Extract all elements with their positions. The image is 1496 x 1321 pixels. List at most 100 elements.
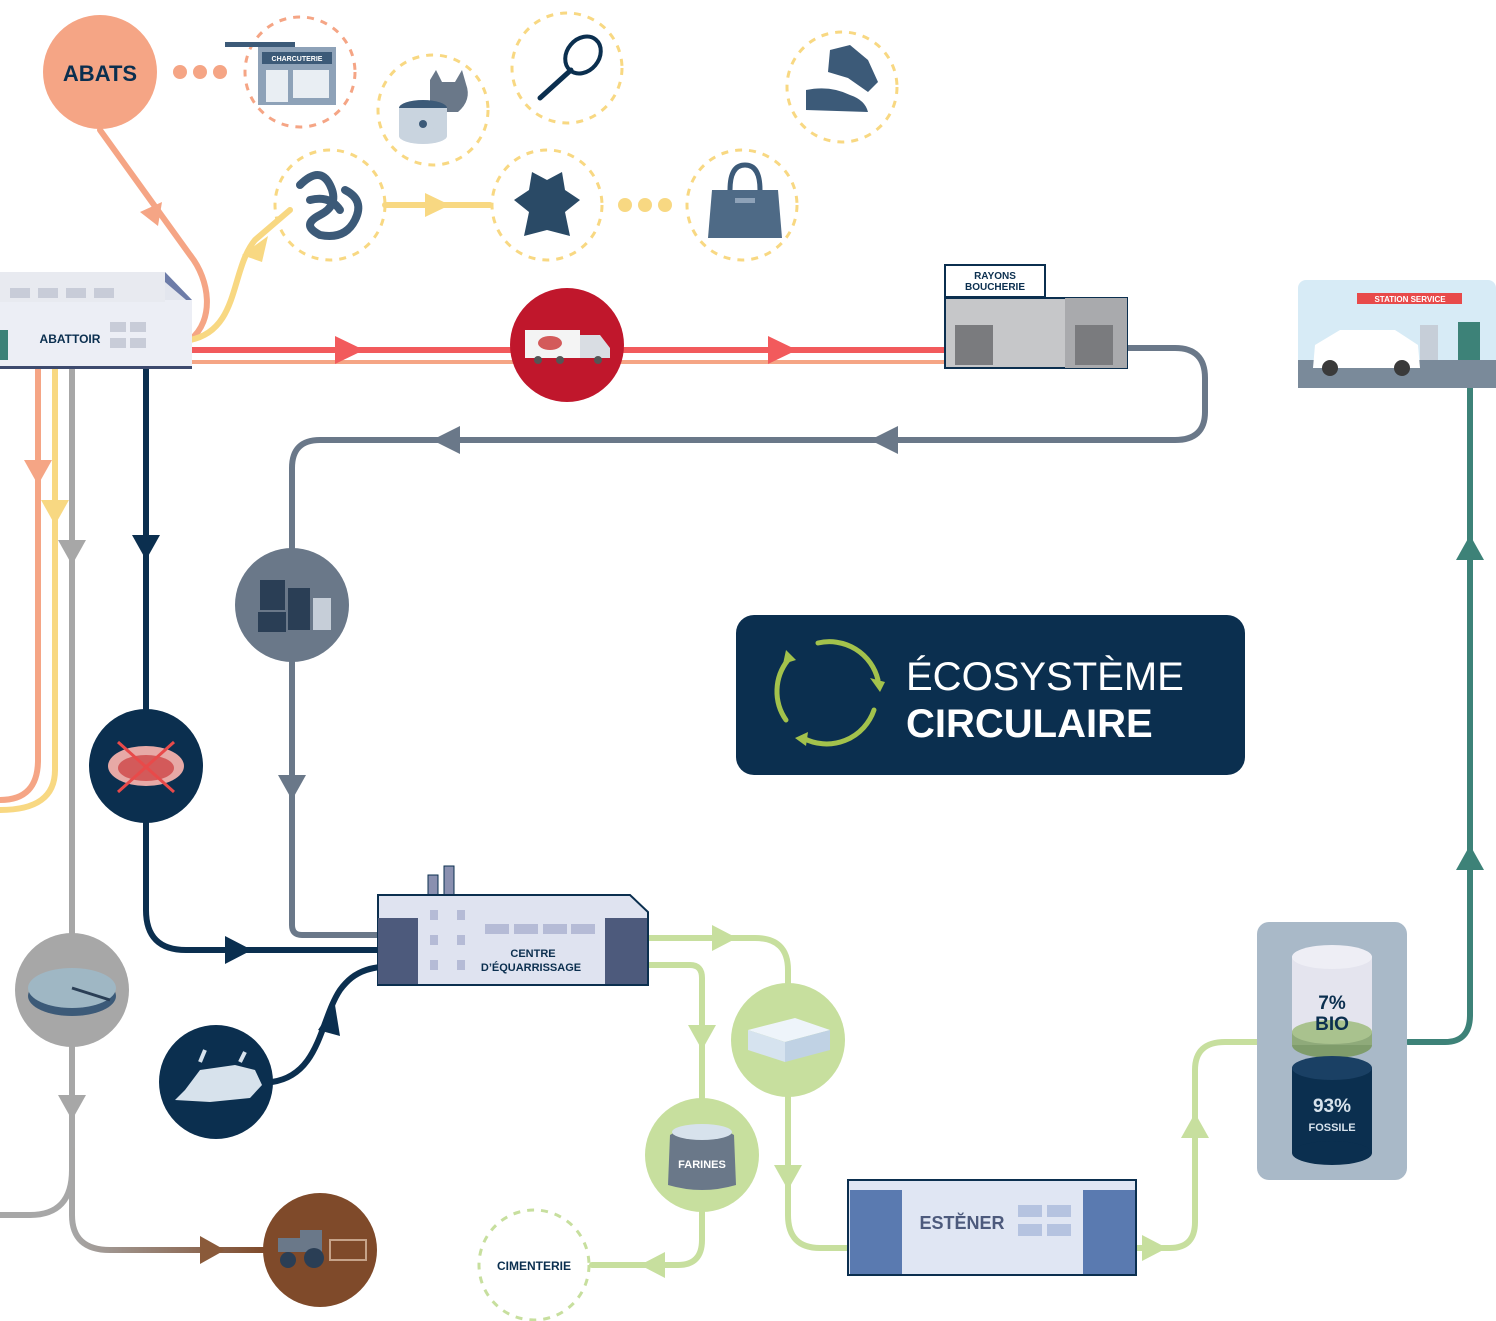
arrow-station-up-2: [1456, 535, 1484, 560]
flow-flour: [602, 962, 705, 1103]
arrow-grey-down-2: [58, 1095, 86, 1120]
flow-estener-bio: [1082, 1039, 1261, 1251]
ellipsis-dots-abats: [173, 65, 227, 79]
lagoon-icon: [28, 968, 116, 1016]
arrow-return-2: [432, 426, 460, 454]
arrow-tractor: [200, 1236, 225, 1264]
arrow-fat-down: [774, 1165, 802, 1190]
flow-station: [1405, 357, 1473, 1045]
tractor-node: [263, 1193, 377, 1307]
pet-food-node: [376, 53, 490, 167]
intestine-node: [273, 148, 387, 262]
farines-node: FARINES: [645, 1098, 759, 1212]
arrow-leather: [425, 193, 450, 217]
title-line2: CIRCULAIRE: [906, 702, 1153, 746]
cimenterie-node: CIMENTERIE: [477, 1208, 591, 1321]
arrow-flour-down: [688, 1025, 716, 1050]
carcass-icon: [175, 1049, 262, 1102]
fuel-mix-node: 7% BIO 93% FOSSILE: [1257, 922, 1407, 1180]
leather-node: [490, 148, 604, 262]
arrow-estener-up: [1181, 1113, 1209, 1138]
tractor-icon: [278, 1230, 367, 1268]
abats-label: ABATS: [63, 61, 137, 86]
estener-building: ESTĔNER: [847, 1179, 1137, 1276]
arrow-yellow-down: [41, 500, 69, 525]
arrow-estener-right: [1142, 1235, 1167, 1261]
flow-sanitary: [143, 365, 418, 953]
flow-tractor: [69, 1147, 268, 1253]
carcass-node: [159, 1025, 273, 1139]
flow-left-yellow: [0, 365, 58, 813]
glove-shoe-icon: [806, 45, 878, 112]
fossile-percent: 93%: [1313, 1096, 1351, 1117]
flow-cement: [589, 1207, 705, 1268]
arrow-carcass: [318, 1005, 340, 1036]
title-box: ÉCOSYSTÈME CIRCULAIRE: [736, 615, 1245, 775]
tennis-racket-icon: [537, 34, 603, 101]
sport-node: [510, 11, 624, 125]
crossed-meat-icon: [108, 740, 184, 794]
arrowheads: [24, 193, 1484, 1278]
arrow-sanitary-down: [132, 535, 160, 560]
shop-icon: CHARCUTERIE: [225, 42, 336, 105]
arrow-abats: [140, 202, 162, 226]
arrow-intestine: [242, 236, 268, 262]
fat-node: [731, 983, 845, 1097]
equarrissage-building: CENTRE D’ÉQUARRISSAGE: [377, 865, 649, 986]
meat-transport-node: [510, 288, 624, 402]
intestine-icon: [296, 171, 363, 240]
title-line1: ÉCOSYSTÈME: [906, 654, 1184, 699]
rayons-boucherie-building: RAYONS BOUCHERIE: [944, 264, 1128, 369]
arrow-grey-down: [58, 540, 86, 565]
flow-intestine: [187, 207, 293, 343]
flow-left-orange: [0, 365, 41, 803]
flow-abats: [97, 127, 210, 343]
equarrissage-label-line1: CENTRE: [510, 948, 555, 960]
arrow-cement-left: [640, 1252, 665, 1278]
bio-percent: 7%: [1318, 993, 1346, 1014]
charcuterie-label: CHARCUTERIE: [272, 56, 323, 63]
flow-rayons-return: [289, 345, 1208, 938]
station-service-node: STATION SERVICE: [1298, 280, 1496, 388]
recycle-icon: [774, 639, 885, 747]
abattoir-label: ABATTOIR: [40, 332, 101, 346]
arrow-fat-right: [712, 925, 737, 951]
fossile-label: FOSSILE: [1308, 1122, 1355, 1134]
rayons-label-line2: BOUCHERIE: [965, 282, 1025, 293]
arrow-bins-down: [278, 775, 306, 800]
ellipsis-dots-leather: [618, 198, 672, 212]
abats-node: ABATS: [43, 15, 157, 129]
equarrissage-label-line2: D’ÉQUARRISSAGE: [481, 961, 581, 974]
station-label: STATION SERVICE: [1374, 295, 1446, 304]
handbag-icon: [708, 162, 782, 238]
cimenterie-label: CIMENTERIE: [497, 1259, 571, 1273]
flour-sack-icon: [668, 1124, 736, 1190]
bins-icon: [258, 580, 331, 632]
rayons-label-line1: RAYONS: [974, 271, 1016, 282]
arrow-sanitary-right: [225, 936, 252, 964]
estener-label: ESTĔNER: [919, 1212, 1004, 1233]
car-icon: [1313, 330, 1420, 376]
leather-goods-node: [785, 30, 899, 144]
handbag-node: [685, 148, 799, 262]
arrow-meat-2: [768, 336, 797, 364]
bio-label: BIO: [1315, 1014, 1349, 1035]
fuel-cylinder: [1292, 945, 1372, 1165]
cat-food-icon: [399, 70, 468, 144]
crossed-meat-node: [89, 709, 203, 823]
abattoir-building: ABATTOIR: [0, 272, 192, 369]
fat-block-icon: [748, 1018, 830, 1062]
arrow-meat-1: [335, 336, 364, 364]
flow-fat-estener: [785, 1092, 903, 1251]
arrow-return-1: [870, 426, 898, 454]
arrow-station-up-1: [1456, 845, 1484, 870]
bins-node: [235, 548, 349, 662]
lagoon-node: [15, 933, 129, 1047]
charcuterie-node: CHARCUTERIE: [225, 15, 357, 129]
truck-icon: [525, 330, 610, 364]
arrow-orange-down: [24, 460, 52, 485]
flow-fat: [602, 935, 791, 988]
leather-hide-icon: [514, 172, 580, 236]
farines-label: FARINES: [678, 1159, 726, 1171]
